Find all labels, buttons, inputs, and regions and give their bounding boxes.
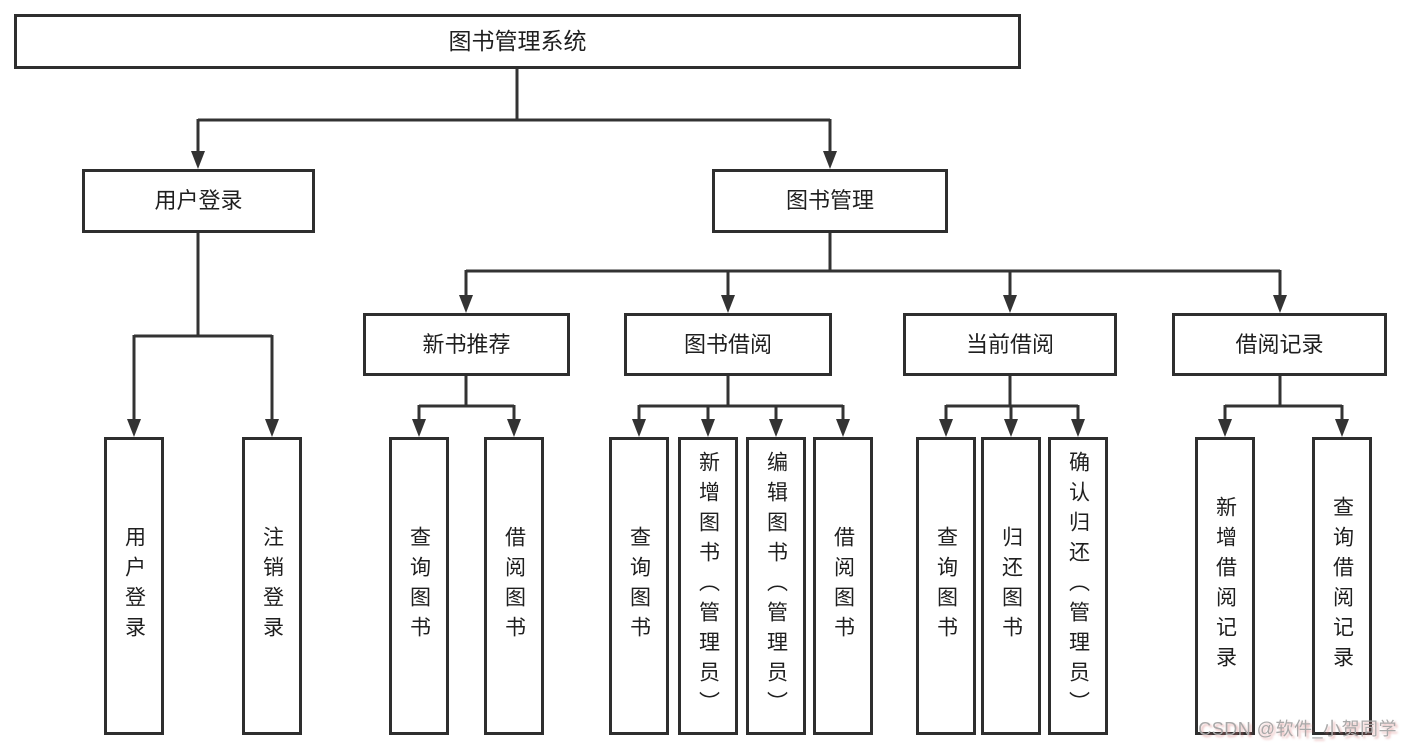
leaf-add-books-admin: 新增图书（管理员） bbox=[678, 437, 738, 735]
leaf-query-books-borrowing: 查询图书 bbox=[609, 437, 669, 735]
node-borrowing-records: 借阅记录 bbox=[1172, 313, 1387, 376]
arrowheads bbox=[127, 151, 1349, 437]
leaf-query-borrow-record: 查询借阅记录 bbox=[1312, 437, 1372, 735]
leaf-add-borrow-record: 新增借阅记录 bbox=[1195, 437, 1255, 735]
leaf-logout: 注销登录 bbox=[242, 437, 302, 735]
node-book-management: 图书管理 bbox=[712, 169, 948, 233]
node-new-book-recommendation: 新书推荐 bbox=[363, 313, 570, 376]
node-user-login: 用户登录 bbox=[82, 169, 315, 233]
leaf-query-books-recommend: 查询图书 bbox=[389, 437, 449, 735]
node-current-borrowing: 当前借阅 bbox=[903, 313, 1117, 376]
leaf-query-books-current: 查询图书 bbox=[916, 437, 976, 735]
leaf-confirm-return-admin: 确认归还（管理员） bbox=[1048, 437, 1108, 735]
csdn-watermark: CSDN @软件_小贺同学 bbox=[1198, 719, 1397, 739]
leaf-user-login: 用户登录 bbox=[104, 437, 164, 735]
leaf-edit-books-admin: 编辑图书（管理员） bbox=[746, 437, 806, 735]
leaf-return-books: 归还图书 bbox=[981, 437, 1041, 735]
node-root-library-management-system: 图书管理系统 bbox=[14, 14, 1021, 69]
leaf-borrow-books: 借阅图书 bbox=[813, 437, 873, 735]
leaf-borrow-books-recommend: 借阅图书 bbox=[484, 437, 544, 735]
node-book-borrowing: 图书借阅 bbox=[624, 313, 832, 376]
